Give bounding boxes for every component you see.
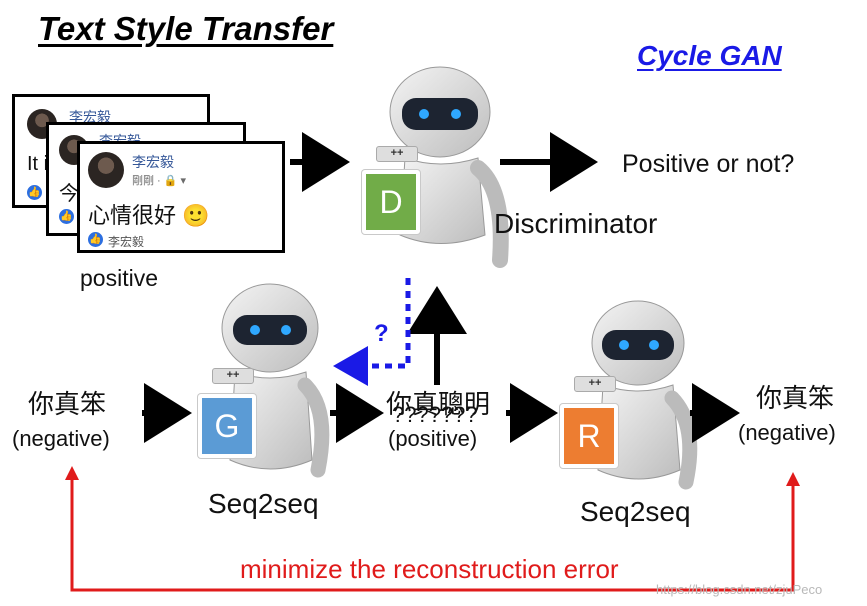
label-positive: positive [80,265,158,291]
badge-discriminator: D [362,170,420,234]
mid-text: 你真聰明 [386,389,491,419]
subtitle-cycle-gan: Cycle GAN [637,40,782,71]
watermark: https://blog.csdn.net/zjuPeco [656,582,823,597]
label-discriminator: Discriminator [494,208,658,239]
reconstruction-arrowhead-right [786,472,800,486]
label-seq2seq-right: Seq2seq [580,496,691,527]
badge-generator: G [198,394,256,458]
reconstruction-arrowhead-left [65,466,79,480]
post-meta: 剛剛 · 🔒 ▾ [132,175,187,187]
post-text: 心情很好 🙂 [88,203,210,228]
post-text: 今 [59,183,79,205]
clipboard-clip: ++ [376,146,418,162]
like-icon: 👍 [88,232,103,247]
robot-reconstructor [591,300,698,490]
mid-garbled: ??????? [392,402,478,427]
input-style: (negative) [12,426,110,451]
input-text: 你真笨 [28,389,107,419]
post-author: 李宏毅 [69,109,111,125]
clipboard-clip: ++ [212,368,254,384]
reconstruction-loop-arrow [70,478,795,592]
clipboard-clip: ++ [574,376,616,392]
avatar [88,152,124,188]
label-seq2seq-left: Seq2seq [208,488,319,519]
post-author: 李宏毅 [132,154,174,170]
post-liker: 李宏毅 [108,235,145,249]
page-title: Text Style Transfer [38,10,334,47]
dashed-arrow-discriminator-to-generator [333,278,411,386]
post-text: It i [27,153,49,175]
like-icon: 👍 [27,185,42,200]
like-icon: 👍 [59,209,74,224]
robot-discriminator [389,66,509,268]
mid-style: (positive) [388,426,478,451]
label-reconstruction: minimize the reconstruction error [240,554,619,584]
label-positive-or-not: Positive or not? [622,150,795,178]
output-text: 你真笨 [756,383,835,413]
post-card-front: 李宏毅 剛剛 · 🔒 ▾ 心情很好 🙂 👍 李宏毅 [77,141,285,253]
output-style: (negative) [738,420,836,445]
badge-reconstructor: R [560,404,618,468]
label-question: ? [374,320,389,347]
